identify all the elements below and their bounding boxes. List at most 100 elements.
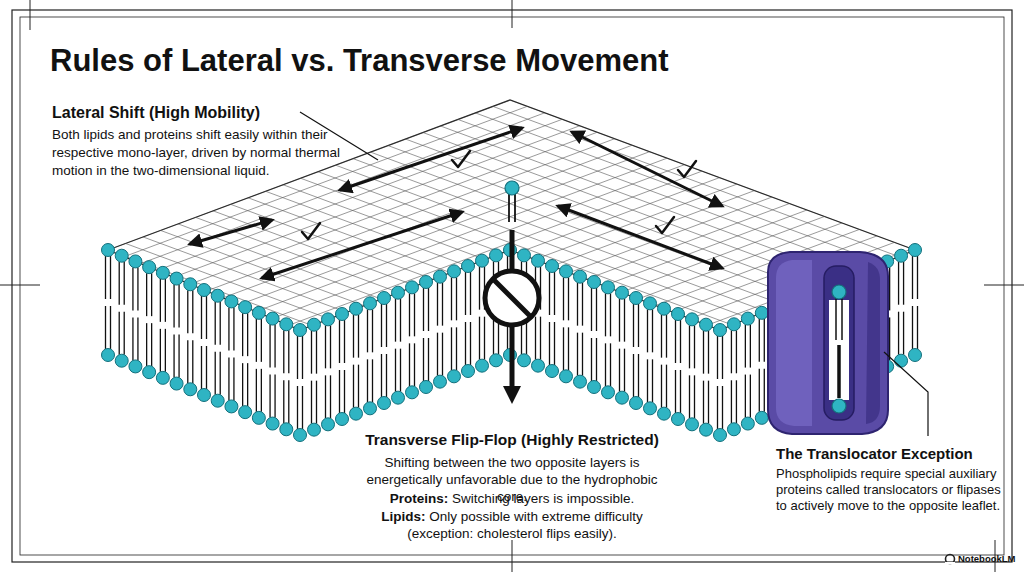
lipid-tail (344, 320, 345, 363)
lipid-tail (764, 369, 765, 412)
lipid-tail (395, 299, 396, 342)
lipid-tail (912, 306, 913, 349)
lipid-tail (917, 256, 918, 299)
lipid-head (560, 370, 573, 383)
rule-line-box: Lipids: Only possible with extreme diffi… (347, 508, 677, 542)
lipid-tail (750, 325, 751, 368)
lipid-head (714, 324, 727, 337)
lipid-tail (261, 319, 262, 362)
lipid-tail (563, 277, 564, 320)
lipid-head (741, 312, 754, 325)
lipid-tail (302, 336, 303, 379)
lipid-tail (137, 267, 138, 310)
lipid-head (658, 302, 671, 315)
lipid-tail (680, 320, 681, 363)
title: Rules of Lateral vs. Transverse Movement (50, 42, 950, 80)
lipid-tail (220, 302, 221, 345)
lipid-head (225, 400, 238, 413)
lipid-head (184, 383, 197, 396)
lipid-tail (582, 283, 583, 326)
lipid-tail (160, 279, 161, 322)
double-arrow (572, 132, 722, 206)
lipid-head (143, 261, 156, 274)
lipid-tail (647, 359, 648, 402)
lipid-tail (269, 375, 270, 418)
lipid-tail (316, 331, 317, 374)
lipid-head (518, 249, 531, 262)
lipid-head (350, 302, 363, 315)
lipid-tail (311, 381, 312, 424)
lipid-tail (624, 349, 625, 392)
lipid-tail (302, 386, 303, 429)
lipid-head (322, 418, 335, 431)
rule-line-box: Proteins: Switching layers is impossible… (332, 490, 692, 507)
lipid-tail (137, 317, 138, 360)
lipid-head (156, 266, 169, 279)
lipid-tail (269, 325, 270, 368)
lipid-tail (437, 333, 438, 376)
inner-frame (20, 17, 1004, 555)
lipid-tail (428, 338, 429, 381)
lipid-head (588, 381, 601, 394)
lipid-tail (647, 309, 648, 352)
lipid-tail (110, 256, 111, 299)
lipid-tail (717, 336, 718, 379)
lipid-tail (372, 359, 373, 402)
check-mark (656, 217, 674, 233)
lipid-tail (274, 375, 275, 418)
check-mark (452, 151, 470, 167)
lipid-head (294, 429, 307, 442)
check-mark (302, 223, 320, 239)
lipid-tail (708, 381, 709, 424)
lipid-head (727, 423, 740, 436)
lipid-head (448, 370, 461, 383)
lipid-tail (889, 267, 890, 310)
lipid-tail (283, 380, 284, 423)
lipid-tail (451, 327, 452, 370)
lipid-tail (470, 322, 471, 365)
lipid-tail (192, 340, 193, 383)
lipid-head (434, 375, 447, 388)
lipid-tail (889, 317, 890, 360)
callout-heading-box: The Translocator Exception (776, 444, 1012, 463)
lipid-tail (381, 304, 382, 347)
lipid-tail (703, 331, 704, 374)
lipid-tail (316, 381, 317, 424)
lipid-tail (638, 304, 639, 347)
double-arrow (190, 220, 272, 244)
lipid-head (322, 313, 335, 326)
watermark: NotebookLM (958, 553, 1016, 565)
lipid-tail (325, 325, 326, 368)
lipid-tail (722, 386, 723, 429)
lipid-tail (367, 359, 368, 402)
lipid-tail (759, 319, 760, 362)
callout-heading-box: Lateral Shift (High Mobility) (52, 103, 302, 123)
lipid-tail (675, 370, 676, 413)
lipid-head (350, 407, 363, 420)
lipid-tail (201, 346, 202, 389)
lipid-head (476, 254, 489, 267)
lipid-tail (694, 325, 695, 368)
lipid-tail (165, 329, 166, 372)
double-arrow (340, 128, 522, 190)
lipid-tail (178, 285, 179, 328)
lipid-head (115, 249, 128, 262)
lipid-head (143, 366, 156, 379)
lipid-head (476, 359, 489, 372)
lipid-head (546, 260, 559, 273)
lipid-tail (703, 381, 704, 424)
lipid-head (102, 349, 115, 362)
lipid-head (644, 297, 657, 310)
lipid-tail (582, 333, 583, 376)
callout-body-box: Phospholipids require special auxiliary … (776, 466, 1004, 514)
lipid-tail (731, 330, 732, 373)
lipid-head (225, 295, 238, 308)
lipid-head (198, 284, 211, 297)
lipid-tail (610, 343, 611, 386)
lipid-tail (146, 273, 147, 316)
lipid-head (755, 306, 768, 319)
lipid-head (672, 413, 685, 426)
lipid-tail (442, 283, 443, 326)
lipid-head (602, 281, 615, 294)
lipid-tail (596, 288, 597, 331)
